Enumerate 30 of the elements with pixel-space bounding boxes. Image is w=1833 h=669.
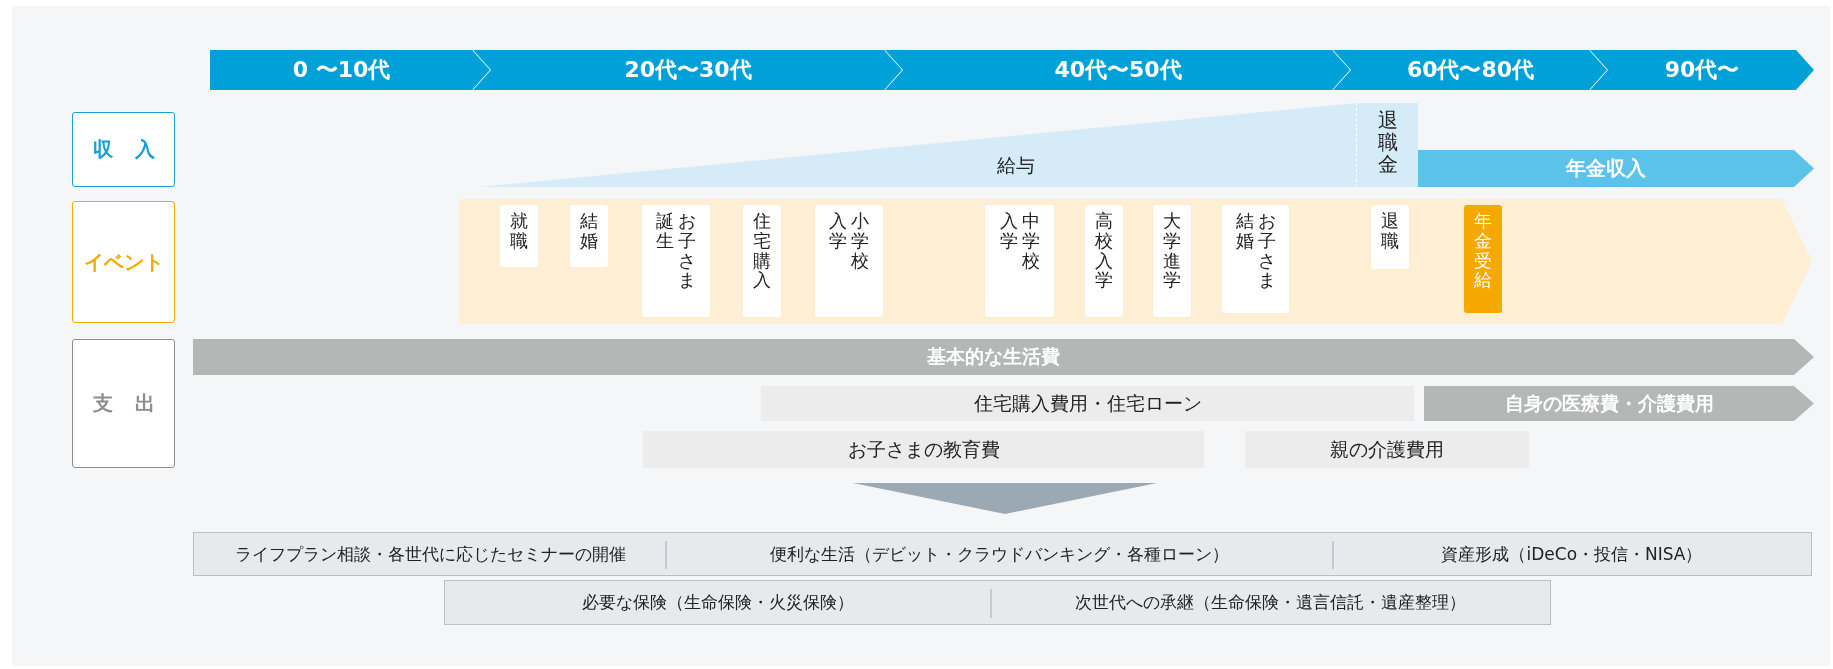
service-cell: 必要な保険（生命保険・火災保険） xyxy=(444,580,991,625)
service-cell: ライフプラン相談・各世代に応じたセミナーの開催 xyxy=(193,532,666,576)
event-card: お子さま誕生 xyxy=(642,205,710,317)
event-card: 高校入学 xyxy=(1085,205,1123,317)
down-triangle xyxy=(853,483,1157,514)
category-label: 収入 xyxy=(72,112,175,187)
event-card: お子さま結婚 xyxy=(1222,205,1289,313)
age-band-segment: 90代〜 xyxy=(1590,50,1814,90)
age-band-segment: 0 〜10代 xyxy=(210,50,491,90)
category-label: イベント xyxy=(72,201,175,323)
cost-bar: お子さまの教育費 xyxy=(643,431,1204,468)
age-band-segment: 40代〜50代 xyxy=(885,50,1351,90)
event-card: 年金受給 xyxy=(1464,205,1502,313)
category-label: 支出 xyxy=(72,339,175,468)
event-card: 結婚 xyxy=(570,205,608,267)
service-cell: 次世代への承継（生命保険・遺言信託・遺産整理） xyxy=(991,580,1551,625)
cost-bar: 住宅購入費用・住宅ローン xyxy=(761,386,1414,421)
cost-bar: 親の介護費用 xyxy=(1245,431,1529,468)
event-card: 中学校入学 xyxy=(985,205,1054,317)
event-card: 大学進学 xyxy=(1153,205,1191,317)
event-card: 小学校入学 xyxy=(815,205,883,317)
retirement-box: 退職金 xyxy=(1356,103,1418,187)
event-card: 退職 xyxy=(1371,205,1409,269)
age-band-segment: 20代〜30代 xyxy=(473,50,903,90)
service-cell: 資産形成（iDeCo・投信・NISA） xyxy=(1333,532,1812,576)
age-band-segment: 60代〜80代 xyxy=(1333,50,1608,90)
event-card: 住宅購入 xyxy=(743,205,781,317)
event-band xyxy=(459,199,1812,324)
service-cell: 便利な生活（デビット・クラウドバンキング・各種ローン） xyxy=(666,532,1333,576)
event-card: 就職 xyxy=(500,205,538,267)
